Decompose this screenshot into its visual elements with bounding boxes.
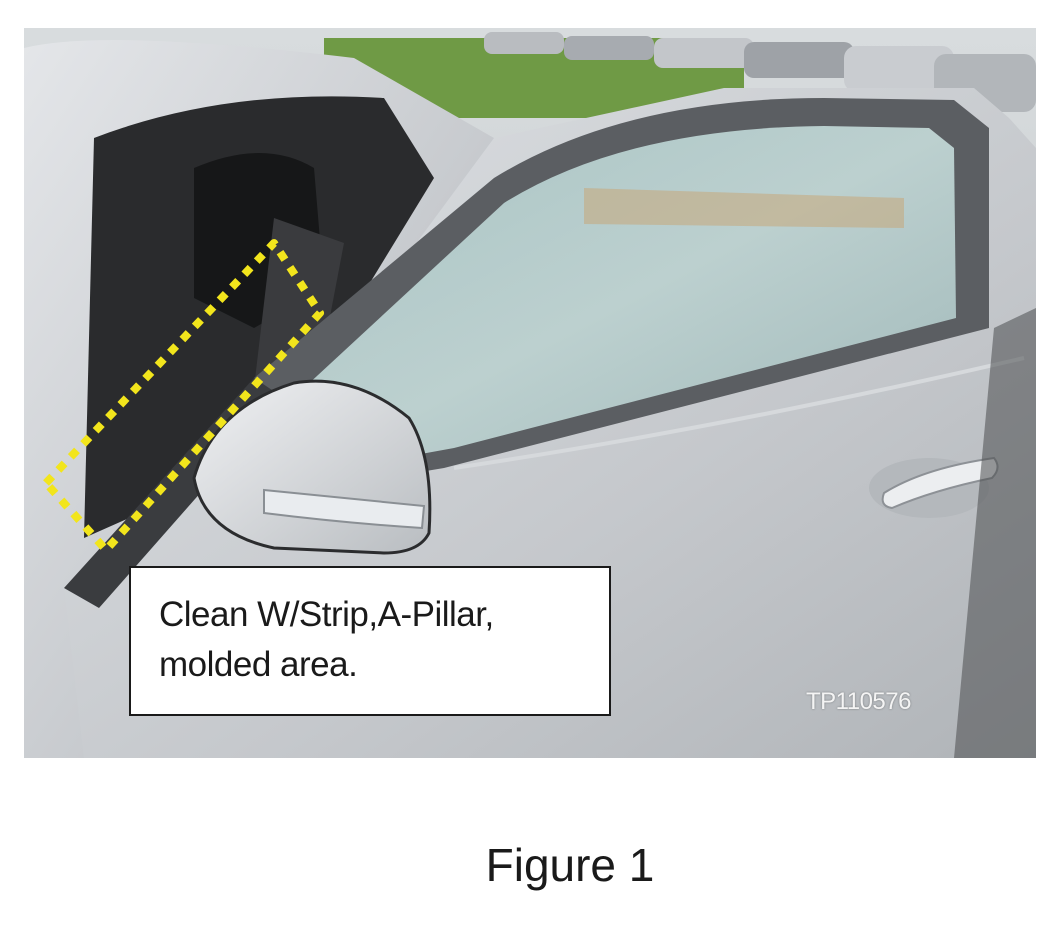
side-mirror bbox=[192, 379, 432, 555]
figure-caption: Figure 1 bbox=[485, 839, 655, 891]
door-edge-shadow bbox=[954, 308, 1036, 758]
parked-cars bbox=[484, 32, 1036, 112]
door-crease-line bbox=[453, 356, 1025, 470]
door-handle bbox=[869, 456, 999, 518]
callout-text-line-1: Clean W/Strip,A-Pillar, bbox=[159, 595, 494, 634]
window-reflection bbox=[584, 188, 904, 228]
callout-text-line-2: molded area. bbox=[159, 645, 358, 684]
highlight-outline bbox=[42, 239, 324, 554]
photo-reference-id: TP110576 bbox=[806, 688, 911, 715]
callout-box: Clean W/Strip,A-Pillar, molded area. bbox=[129, 566, 611, 716]
